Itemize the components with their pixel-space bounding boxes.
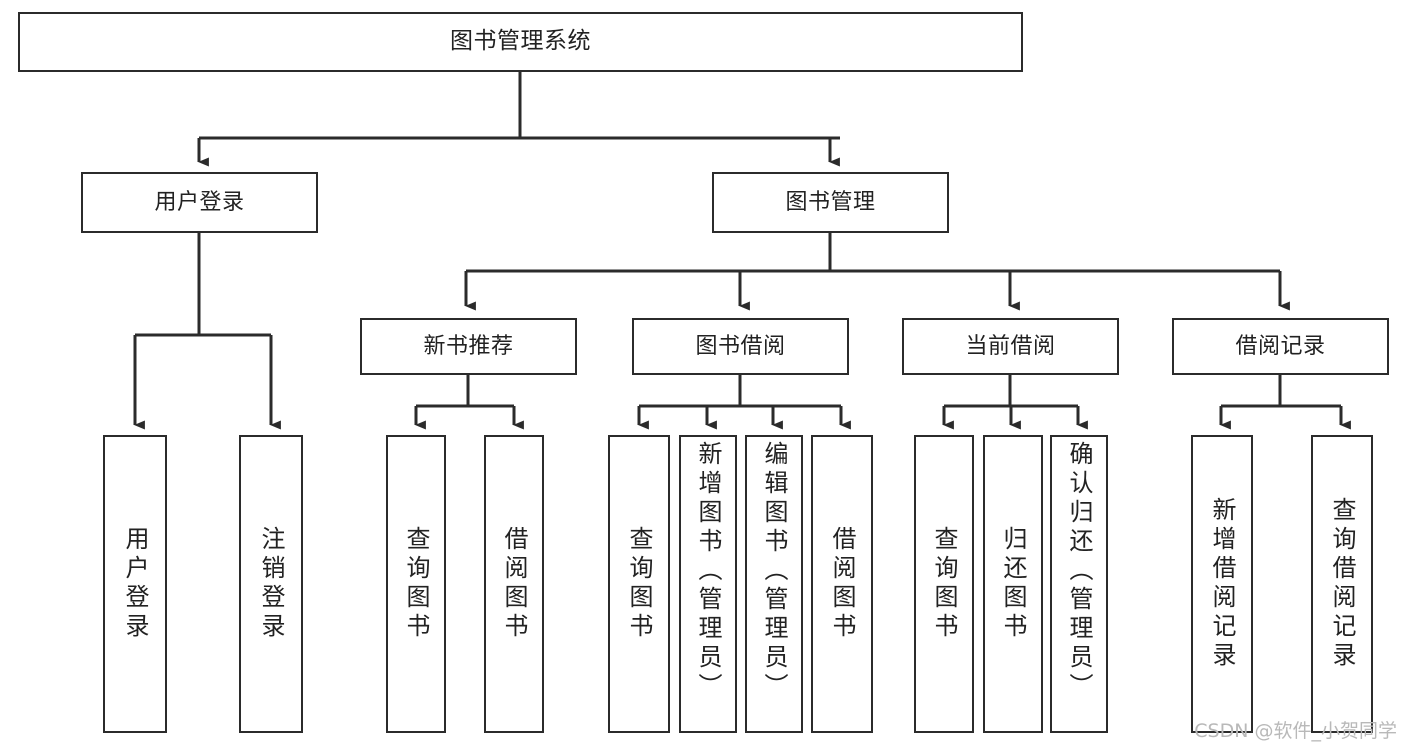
node-root-book-management-system[interactable]: 图书管理系统 [18, 12, 1023, 72]
leaf-user-login-login-label: 用户登录 [121, 526, 149, 642]
leaf-new-book-query-book-label: 查询图书 [402, 526, 430, 642]
node-current-borrow[interactable]: 当前借阅 [902, 318, 1119, 375]
leaf-new-book-borrow-book-label: 借阅图书 [500, 526, 528, 642]
leaf-current-confirm-return-admin[interactable]: 确认归还（管理员） [1050, 435, 1108, 733]
node-borrow-record-label: 借阅记录 [1235, 333, 1326, 359]
leaf-record-query-record-label: 查询借阅记录 [1328, 497, 1356, 671]
leaf-user-login-logout[interactable]: 注销登录 [239, 435, 303, 733]
leaf-current-query-book[interactable]: 查询图书 [914, 435, 974, 733]
leaf-user-login-logout-label: 注销登录 [257, 526, 285, 642]
leaf-borrow-borrow-book[interactable]: 借阅图书 [811, 435, 873, 733]
node-new-book-recommend[interactable]: 新书推荐 [360, 318, 577, 375]
node-user-login-label: 用户登录 [154, 189, 245, 215]
leaf-current-return-book[interactable]: 归还图书 [983, 435, 1043, 733]
node-new-book-recommend-label: 新书推荐 [423, 333, 514, 359]
leaf-borrow-query-book-label: 查询图书 [625, 526, 653, 642]
leaf-current-query-book-label: 查询图书 [930, 526, 958, 642]
leaf-record-add-record[interactable]: 新增借阅记录 [1191, 435, 1253, 733]
leaf-current-return-book-label: 归还图书 [999, 526, 1027, 642]
leaf-borrow-borrow-book-label: 借阅图书 [828, 526, 856, 642]
node-root-label: 图书管理系统 [450, 28, 591, 55]
node-book-borrow-label: 图书借阅 [695, 333, 786, 359]
leaf-borrow-edit-book-admin[interactable]: 编辑图书（管理员） [745, 435, 803, 733]
node-borrow-record[interactable]: 借阅记录 [1172, 318, 1389, 375]
leaf-borrow-add-book-admin-label: 新增图书（管理员） [694, 441, 722, 702]
leaf-user-login-login[interactable]: 用户登录 [103, 435, 167, 733]
leaf-record-add-record-label: 新增借阅记录 [1208, 497, 1236, 671]
leaf-borrow-query-book[interactable]: 查询图书 [608, 435, 670, 733]
leaf-borrow-add-book-admin[interactable]: 新增图书（管理员） [679, 435, 737, 733]
node-current-borrow-label: 当前借阅 [965, 333, 1056, 359]
node-book-borrow[interactable]: 图书借阅 [632, 318, 849, 375]
leaf-current-confirm-return-admin-label: 确认归还（管理员） [1065, 441, 1093, 702]
node-user-login[interactable]: 用户登录 [81, 172, 318, 233]
node-book-management-label: 图书管理 [785, 189, 876, 215]
leaf-borrow-edit-book-admin-label: 编辑图书（管理员） [760, 441, 788, 702]
leaf-new-book-query-book[interactable]: 查询图书 [386, 435, 446, 733]
leaf-new-book-borrow-book[interactable]: 借阅图书 [484, 435, 544, 733]
leaf-record-query-record[interactable]: 查询借阅记录 [1311, 435, 1373, 733]
node-book-management[interactable]: 图书管理 [712, 172, 949, 233]
